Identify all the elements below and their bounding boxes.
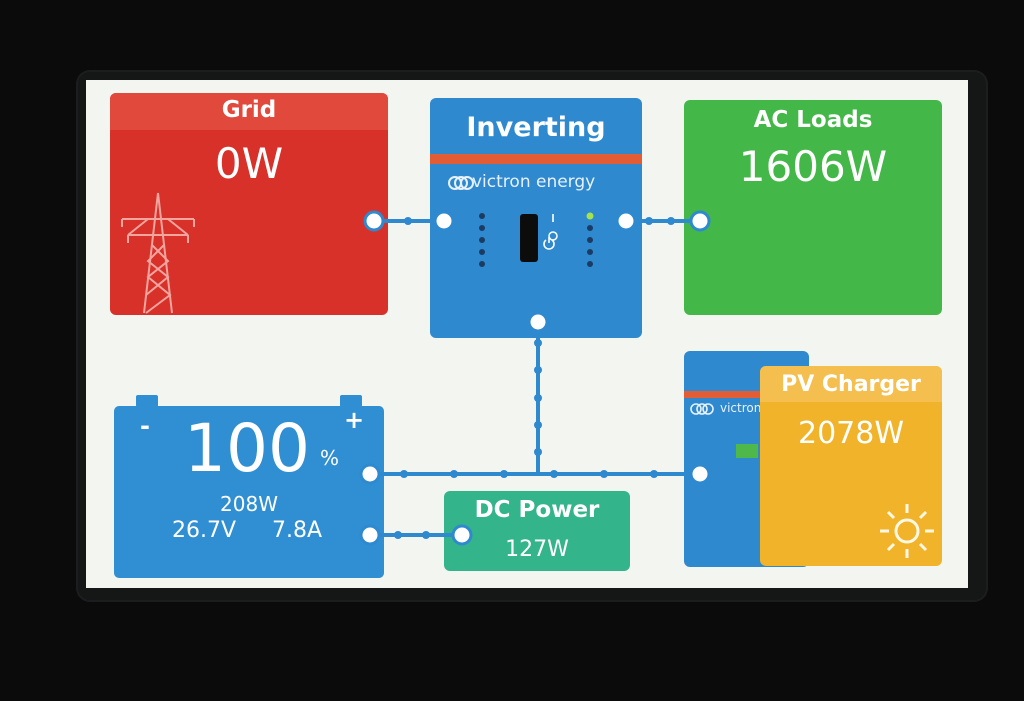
ac-loads-power: 1606W [738,142,888,191]
inverter-brand: victron energy [472,172,596,192]
grid-tile[interactable]: Grid 0W [110,93,388,315]
pylon-icon [121,192,195,314]
battery-voltage: 26.7V [172,518,237,543]
inverter-state: Inverting [466,112,606,143]
grid-header-band [110,93,388,130]
battery-terminal-positive [340,395,362,407]
ac-loads-tile[interactable]: AC Loads 1606W [684,100,942,315]
inverter-switch[interactable] [520,214,538,262]
grid-title: Grid [221,97,277,123]
pv-device-stripe [684,391,809,398]
battery-minus-label: - [140,412,150,440]
battery-power: 208W [220,492,278,516]
battery-current: 7.8A [272,518,323,543]
pv-charger-title: PV Charger [781,372,921,397]
dc-power-tile[interactable]: DC Power 127W [444,491,630,571]
inverter-tile[interactable]: Inverting victron energy [430,98,642,338]
pv-charger-power: 2078W [797,416,904,451]
dc-power-value: 127W [505,537,569,562]
pv-device-display [736,444,758,458]
status-leds [479,212,594,267]
battery-tile[interactable]: - + 100 % 208W 26.7V 7.8A [114,406,384,578]
pv-charger-tile[interactable]: PV Charger 2078W [760,366,942,566]
battery-soc-unit: % [320,446,340,470]
connection-wires [359,210,711,546]
pv-header-band [760,366,942,402]
battery-soc: 100 [184,410,310,487]
dc-power-title: DC Power [474,497,600,523]
victron-logo-icon [448,176,474,190]
ac-loads-title: AC Loads [753,107,873,133]
overview-screen: Grid 0W Inverting victron energy [86,80,968,588]
inverter-stripe [430,154,642,164]
battery-plus-label: + [344,406,365,434]
grid-power: 0W [214,139,284,188]
pv-device-brand: victron [720,401,762,415]
victron-logo-icon [690,403,714,415]
battery-terminal-negative [136,395,158,407]
sun-icon [880,504,934,558]
